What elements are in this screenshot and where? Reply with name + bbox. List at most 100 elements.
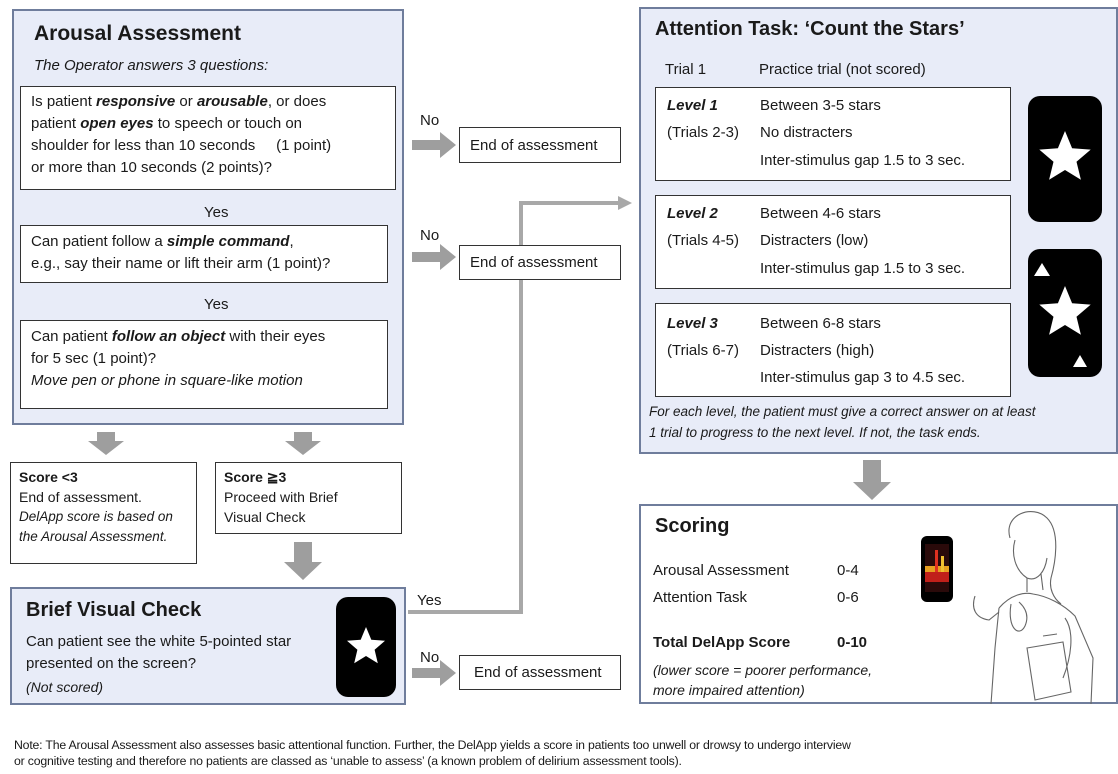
level-3-distract: Distracters (high) [760,342,875,359]
level-3-trials: (Trials 6-7) [667,342,739,359]
phone-level-1-display [1028,96,1102,222]
keyword-follow-object: follow an object [111,328,226,345]
level-2-name: Level 2 [667,205,718,222]
down-arrow-brief [284,542,322,580]
clinician-holding-phone-illustration [972,511,1094,704]
level-1-name: Level 1 [667,97,718,114]
scoring-title: Scoring [655,515,730,537]
score-low-heading: Score <3 [19,469,78,485]
yes-label-2: Yes [204,296,229,313]
level-2-box: Level 2 (Trials 4-5) Between 4-6 stars D… [655,195,1011,289]
keyword-open-eyes: open eyes [80,115,154,132]
attention-panel: Attention Task: ‘Count the Stars’ Trial … [639,7,1118,454]
no-label-3: No [420,649,440,666]
scoring-note-2: more impaired attention) [653,682,805,698]
scoring-row-1-range: 0-4 [837,562,859,579]
yes-label-1: Yes [204,204,229,221]
level-1-gap: Inter-stimulus gap 1.5 to 3 sec. [760,152,966,169]
level-2-stars: Between 4-6 stars [760,205,881,222]
question-3-box: Can patient follow an object with their … [20,320,388,409]
q3-line-2: for 5 sec (1 point)? [31,350,157,367]
score-low-box: Score <3 End of assessment. DelApp score… [10,462,197,564]
level-1-box: Level 1 (Trials 2-3) Between 3-5 stars N… [655,87,1011,181]
arousal-panel: Arousal Assessment The Operator answers … [12,9,404,425]
down-arrow-score-high [285,432,321,455]
no-label-2: No [420,227,440,244]
scoring-panel: Scoring Arousal Assessment 0-4 Attention… [639,504,1118,704]
level-1-stars: Between 3-5 stars [760,97,881,114]
yes-path-arrowhead [618,196,632,210]
keyword-responsive: responsive [96,93,176,110]
scoring-phone [921,536,953,602]
level-2-gap: Inter-stimulus gap 1.5 to 3 sec. [760,260,966,277]
level-3-gap: Inter-stimulus gap 3 to 4.5 sec. [760,369,966,386]
phone-distracter-display [1028,249,1102,377]
no-arrow-1 [412,132,456,158]
brief-title: Brief Visual Check [26,599,202,621]
no-arrow-3 [412,660,456,686]
end-box-1: End of assessment [459,127,621,163]
q3-line-3: Move pen or phone in square-like motion [31,372,303,389]
score-graph-icon [925,544,949,592]
brief-line-1: Can patient see the white 5-pointed star [26,633,292,650]
q2-line-1: Can patient follow a simple command, [31,233,294,250]
brief-yes-label: Yes [417,592,442,609]
level-3-box: Level 3 (Trials 6-7) Between 6-8 stars D… [655,303,1011,397]
footnote-line-1: Note: The Arousal Assessment also assess… [14,738,851,752]
brief-note: (Not scored) [26,679,104,695]
attention-title: Attention Task: ‘Count the Stars’ [655,18,965,40]
arousal-subtitle: The Operator answers 3 questions: [34,57,269,74]
attention-note-2: 1 trial to progress to the next level. I… [649,425,981,440]
star-with-distracters-icon [1034,263,1091,367]
no-label-1: No [420,112,440,129]
brief-line-2: presented on the screen? [26,655,197,672]
star-icon-large [1039,131,1091,180]
score-high-heading: Score ≧3 [224,469,287,485]
scoring-row-1-label: Arousal Assessment [653,562,789,579]
score-low-note-2: the Arousal Assessment. [19,529,168,544]
q2-line-2: e.g., say their name or lift their arm (… [31,255,331,272]
level-1-trials: (Trials 2-3) [667,124,739,141]
scoring-total-label: Total DelApp Score [653,634,791,651]
score-high-line-2: Visual Check [224,509,306,525]
score-high-box: Score ≧3 Proceed with Brief Visual Check [215,462,402,534]
level-2-distract: Distracters (low) [760,232,869,249]
end-label-3: End of assessment [474,664,602,681]
yes-path-to-attention [408,201,620,614]
level-3-stars: Between 6-8 stars [760,315,881,332]
level-2-trials: (Trials 4-5) [667,232,739,249]
arousal-title: Arousal Assessment [34,22,241,45]
q1-line-2: patient open eyes to speech or touch on [31,115,303,132]
trial-1-desc: Practice trial (not scored) [759,61,926,78]
q1-line-4: or more than 10 seconds (2 points)? [31,159,272,176]
end-label-2: End of assessment [470,254,598,271]
scoring-note-1: (lower score = poorer performance, [653,662,873,678]
no-arrow-2 [412,244,456,270]
level-3-name: Level 3 [667,315,718,332]
keyword-arousable: arousable [196,93,268,110]
brief-visual-panel: Brief Visual Check Can patient see the w… [10,587,406,705]
question-1-box: Is patient responsive or arousable, or d… [20,86,396,190]
end-box-3: End of assessment [459,655,621,690]
star-icon [347,627,385,664]
question-2-box: Can patient follow a simple command, e.g… [20,225,388,283]
scoring-total-range: 0-10 [837,634,868,651]
end-label-1: End of assessment [470,137,598,154]
score-high-line-1: Proceed with Brief [224,489,338,505]
attention-note-1: For each level, the patient must give a … [649,404,1036,419]
down-arrow-scoring [853,460,891,500]
keyword-simple-command: simple command [166,233,290,250]
score-low-line: End of assessment. [19,489,142,505]
q3-line-1: Can patient follow an object with their … [31,328,326,345]
score-low-note-1: DelApp score is based on [19,509,173,524]
scoring-row-2-label: Attention Task [653,589,747,606]
q1-line-1: Is patient responsive or arousable, or d… [31,93,327,110]
phone-star-display [336,597,396,697]
trial-1-label: Trial 1 [665,61,707,78]
footnote-line-2: or cognitive testing and therefore no pa… [14,754,682,768]
level-1-distract: No distracters [760,124,853,141]
end-box-2: End of assessment [459,245,621,280]
q1-line-3: shoulder for less than 10 seconds (1 poi… [31,137,332,154]
scoring-row-2-range: 0-6 [837,589,859,606]
down-arrow-score-low [88,432,124,455]
